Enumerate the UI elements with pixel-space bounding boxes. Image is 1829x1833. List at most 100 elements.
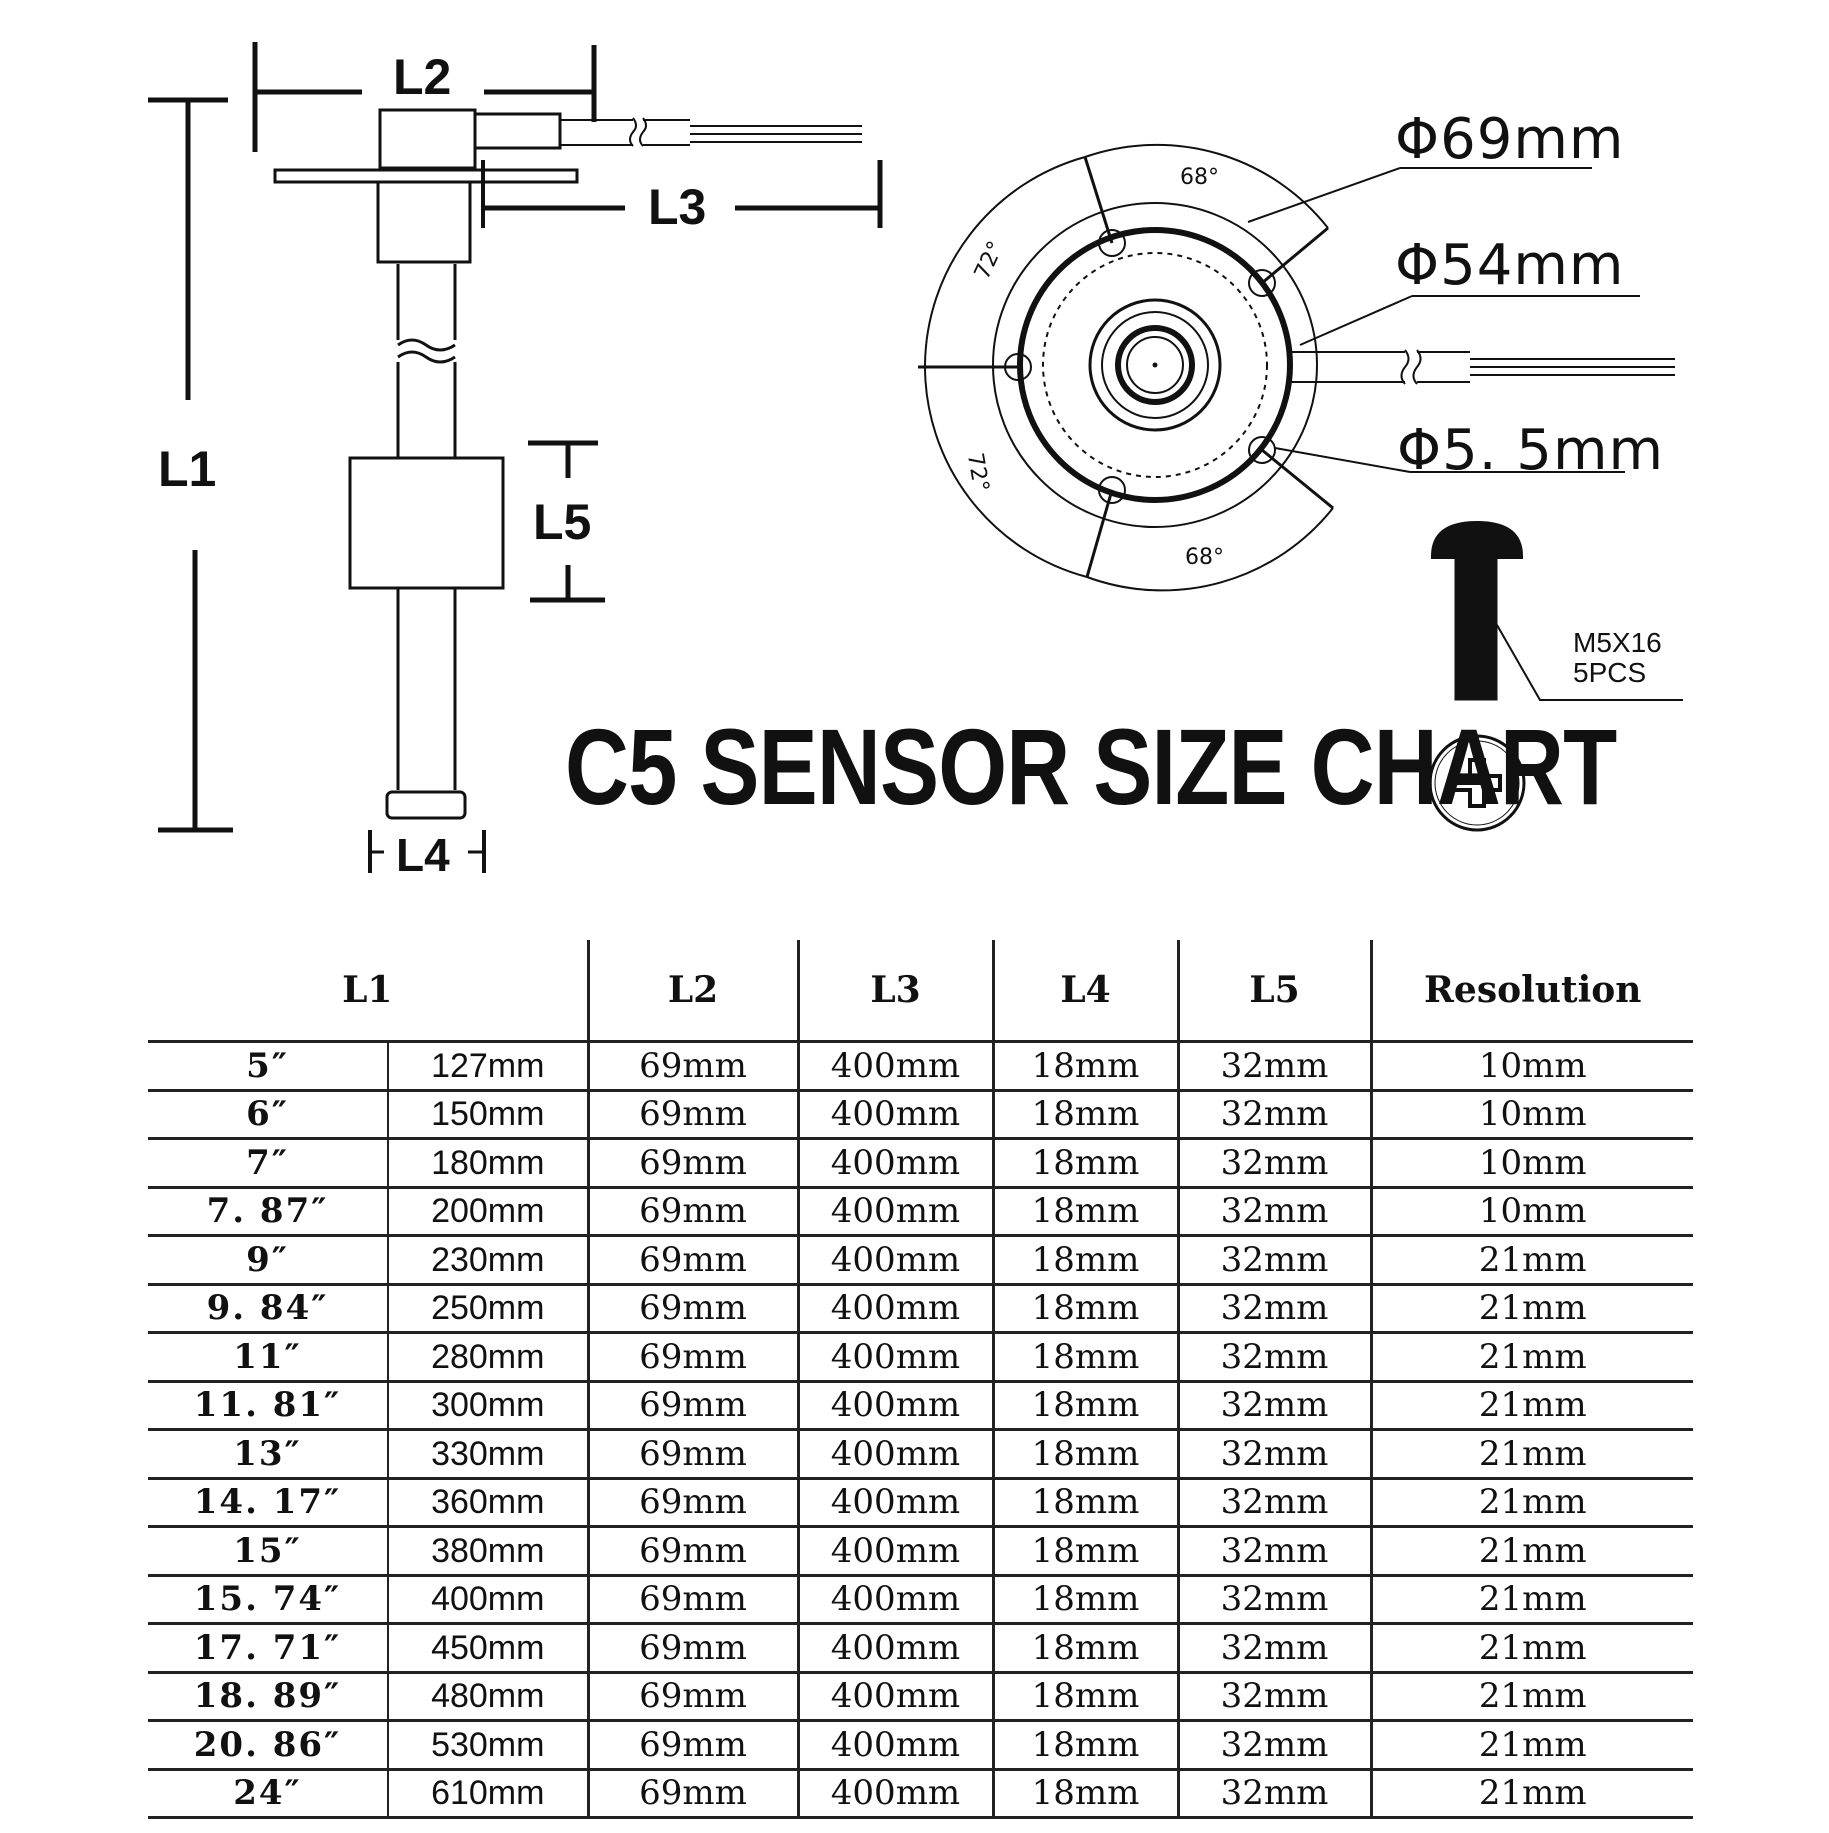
l4-label: L4 [396, 829, 450, 881]
cell-l1-mm: 380mm [387, 1526, 588, 1577]
center-dot [1152, 362, 1158, 368]
cell-l4: 18mm [991, 1284, 1178, 1334]
cell-l5: 32mm [1176, 1429, 1371, 1480]
cell-l1-inch: 18. 89″ [148, 1672, 388, 1722]
bolt-hole [1098, 229, 1126, 257]
screw-top-view-rim [1434, 740, 1520, 826]
cell-l1-inch: 17. 71″ [148, 1623, 388, 1674]
table-header-row: L1 L2 L3 L4 L5 Resolution [148, 940, 1693, 1043]
cell-resolution: 10mm [1369, 1138, 1693, 1189]
cell-l5: 32mm [1176, 1235, 1371, 1286]
cell-l1-inch: 20. 86″ [148, 1720, 388, 1771]
cell-l4: 18mm [991, 1769, 1178, 1819]
cell-l5: 32mm [1176, 1381, 1371, 1431]
cell-l5: 32mm [1176, 1623, 1371, 1674]
sensor-diagram: L2 L3 L1 L5 L4 Φ69mm Φ54mm Φ5. 5mm 68° 7… [148, 42, 1683, 881]
center-circle [1115, 325, 1195, 405]
topview-cable-break-2 [1412, 349, 1422, 385]
cell-l1-inch: 9″ [148, 1235, 388, 1286]
phillips-cross-icon [1452, 758, 1502, 808]
leader-55 [1274, 447, 1411, 473]
header-l2: L2 [586, 940, 798, 1043]
cell-l1-mm: 450mm [387, 1623, 588, 1674]
cell-l3: 400mm [796, 1187, 993, 1237]
cell-resolution: 10mm [1369, 1090, 1693, 1140]
cell-resolution: 21mm [1369, 1332, 1693, 1383]
l5-label: L5 [533, 494, 592, 550]
cell-l5: 32mm [1176, 1041, 1371, 1092]
inner-diameter-label: Φ54mm [1395, 233, 1625, 298]
cable-break-2 [639, 117, 647, 147]
header-resolution: Resolution [1369, 940, 1693, 1043]
cell-l3: 400mm [796, 1429, 993, 1480]
cell-l3: 400mm [796, 1623, 993, 1674]
cell-l3: 400mm [796, 1478, 993, 1528]
cell-l1-inch: 11″ [148, 1332, 388, 1383]
mounting-flange [273, 168, 579, 184]
screw-head [1431, 520, 1523, 559]
l3-label: L3 [648, 179, 707, 235]
leader-54 [1299, 295, 1413, 346]
ring-circle-54 [1017, 227, 1293, 503]
angle-arc-top [1084, 143, 1329, 229]
cell-l1-mm: 250mm [387, 1284, 588, 1334]
cell-l4: 18mm [991, 1526, 1178, 1577]
cell-l2: 69mm [586, 1284, 798, 1334]
cell-resolution: 21mm [1369, 1672, 1693, 1722]
cell-l5: 32mm [1176, 1672, 1371, 1722]
cell-l4: 18mm [991, 1720, 1178, 1771]
cell-l4: 18mm [991, 1381, 1178, 1431]
cell-l2: 69mm [586, 1672, 798, 1722]
cell-l1-mm: 400mm [387, 1575, 588, 1625]
cell-l5: 32mm [1176, 1720, 1371, 1771]
cell-l4: 18mm [991, 1090, 1178, 1140]
cell-l1-mm: 330mm [387, 1429, 588, 1480]
cell-l5: 32mm [1176, 1332, 1371, 1383]
cell-l3: 400mm [796, 1041, 993, 1092]
cell-resolution: 21mm [1369, 1235, 1693, 1286]
cell-l5: 32mm [1176, 1526, 1371, 1577]
cell-l1-mm: 300mm [387, 1381, 588, 1431]
cell-l5: 32mm [1176, 1284, 1371, 1334]
cell-resolution: 21mm [1369, 1429, 1693, 1480]
cell-l1-inch: 6″ [148, 1090, 388, 1140]
bolt-hole [1248, 436, 1276, 464]
cell-l1-inch: 15. 74″ [148, 1575, 388, 1625]
radial-line [1261, 448, 1334, 510]
angle-arc-lower-left [923, 364, 1088, 578]
cell-l1-inch: 13″ [148, 1429, 388, 1480]
cell-l2: 69mm [586, 1235, 798, 1286]
cell-l4: 18mm [991, 1672, 1178, 1722]
cell-resolution: 21mm [1369, 1720, 1693, 1771]
cell-l1-mm: 360mm [387, 1478, 588, 1528]
cell-l5: 32mm [1176, 1575, 1371, 1625]
cell-l1-mm: 200mm [387, 1187, 588, 1237]
hole-diameter-label: Φ5. 5mm [1397, 418, 1665, 483]
cell-l1-inch: 15″ [148, 1526, 388, 1577]
cell-l1-mm: 127mm [387, 1041, 588, 1092]
cell-l3: 400mm [796, 1090, 993, 1140]
cell-l1-mm: 610mm [387, 1769, 588, 1819]
screw-leader [1496, 624, 1683, 701]
bolt-hole [1098, 476, 1126, 504]
topview-cable-break-1 [1400, 349, 1410, 385]
header-l3: L3 [796, 940, 993, 1043]
cell-resolution: 10mm [1369, 1187, 1693, 1237]
angle-bottom-label: 68° [1185, 545, 1224, 570]
cell-l4: 18mm [991, 1623, 1178, 1674]
cell-l5: 32mm [1176, 1138, 1371, 1189]
cell-l4: 18mm [991, 1138, 1178, 1189]
cell-l1-inch: 7″ [148, 1138, 388, 1189]
angle-arc-upper-left [924, 156, 1086, 366]
cell-l5: 32mm [1176, 1478, 1371, 1528]
cell-l4: 18mm [991, 1575, 1178, 1625]
sensor-cap [378, 108, 477, 170]
cell-l1-mm: 150mm [387, 1090, 588, 1140]
